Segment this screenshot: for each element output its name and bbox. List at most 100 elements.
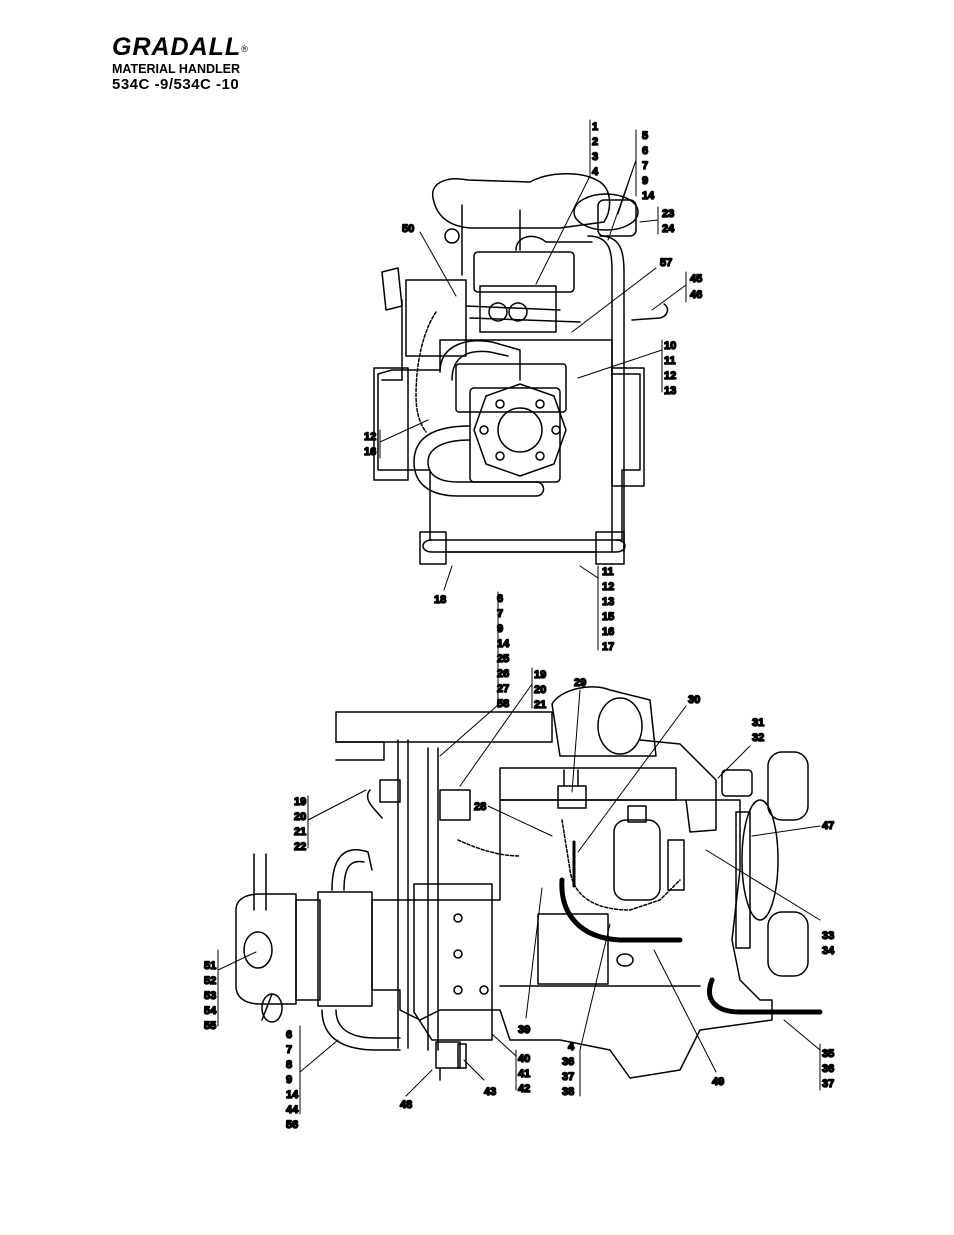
callout: 56 [286,1119,298,1131]
callout: 13 [664,385,676,397]
callout-18: 18 [434,594,446,606]
callout: 26 [497,668,509,680]
callout: 42 [518,1083,530,1095]
model-number: 534C -9/534C -10 [112,76,240,93]
front-callout-5-14: 5 6 7 9 14 [641,129,656,203]
callout: 1 [592,121,598,133]
callout: 10 [664,340,676,352]
side-callout-19-21: 19 20 21 [533,668,547,712]
callout: 37 [562,1071,574,1083]
callout-29: 29 [574,677,586,689]
callout: 17 [602,641,614,653]
callout: 13 [602,596,614,608]
callout: 14 [642,190,655,202]
callout-28: 28 [474,801,486,813]
registered-mark: ® [241,44,249,54]
callout: 8 [286,1059,292,1071]
callout: 22 [294,841,306,853]
callout-30: 30 [688,694,700,706]
front-callout-23-24: 23 24 [661,207,676,236]
callout: 15 [602,611,614,623]
side-callout-19-22: 19 20 21 22 [293,795,307,854]
callout: 16 [364,446,376,458]
callout: 33 [822,930,834,942]
callout-48: 48 [400,1099,412,1111]
side-callout-35-37: 35 36 37 [821,1047,835,1091]
callout: 6 [286,1029,292,1041]
callout: 11 [602,566,614,578]
callout: 34 [822,945,835,957]
callout: 9 [497,623,503,635]
callout: 11 [664,355,676,367]
callout: 9 [286,1074,292,1086]
callout: 51 [204,960,216,972]
brand-logo: GRADALL® [112,34,249,60]
side-callout-6-58: 6 7 9 14 25 26 27 58 [496,592,511,711]
callout: 54 [204,1005,217,1017]
callout: 31 [752,717,764,729]
callout: 12 [664,370,676,382]
callout-57: 57 [660,257,672,269]
callout: 14 [286,1089,299,1101]
callout: 7 [286,1044,292,1056]
side-callout-31-32: 31 32 [751,716,765,745]
callout: 21 [294,826,306,838]
side-callout-6-56: 6 7 8 9 14 44 56 [285,1028,300,1132]
side-callout-40-42: 40 41 42 [517,1052,531,1096]
callout-39: 39 [518,1024,530,1036]
callout: 12 [602,581,614,593]
callout: 7 [642,160,648,172]
callout: 20 [294,811,306,823]
front-callout-1-4: 1 2 3 4 [591,120,600,179]
side-view-leaders [217,591,821,1115]
callout: 23 [662,208,674,220]
callout-47: 47 [822,820,834,832]
callout: 4 [568,1041,575,1053]
engine-front-view [373,173,669,565]
callout: 55 [204,1020,216,1032]
callout: 19 [534,669,546,681]
callout: 14 [497,638,510,650]
callout: 44 [286,1104,299,1116]
callout: 41 [518,1068,530,1080]
callout: 16 [602,626,614,638]
callout: 5 [642,130,648,142]
callout: 53 [204,990,216,1002]
side-callout-33-34: 33 34 [821,929,836,958]
callout: 3 [592,151,598,163]
callout-50: 50 [402,223,414,235]
side-callout-4-38: 4 36 37 38 [561,1040,576,1099]
engine-side-view [235,686,823,1081]
front-callout-11-17: 11 12 13 15 16 17 [601,565,615,654]
callout: 7 [497,608,503,620]
callout: 38 [562,1086,574,1098]
title-block: GRADALL® MATERIAL HANDLER 534C -9/534C -… [112,34,249,93]
callout: 40 [518,1053,530,1065]
brand-name: GRADALL [112,33,242,61]
callout: 58 [497,698,509,710]
callout: 35 [822,1048,834,1060]
callout: 36 [822,1063,834,1075]
callout: 46 [690,289,702,301]
product-subtitle: MATERIAL HANDLER [112,62,241,76]
callout: 9 [642,175,648,187]
front-view-leaders [379,119,687,651]
callout: 24 [662,223,675,235]
side-callout-51-55: 51 52 53 54 55 [203,959,218,1033]
callout: 6 [642,145,648,157]
callout: 4 [592,166,599,178]
callout-49: 49 [712,1076,724,1088]
callout: 20 [534,684,546,696]
callout: 36 [562,1056,574,1068]
callout: 19 [294,796,306,808]
callout: 2 [592,136,598,148]
callout: 45 [690,273,702,285]
callout: 37 [822,1078,834,1090]
front-callout-12-16: 12 16 [363,430,377,459]
callout: 21 [534,699,546,711]
front-callout-10-13: 10 11 12 13 [663,339,677,398]
callout: 6 [497,593,503,605]
callout: 27 [497,683,509,695]
callout-43: 43 [484,1086,496,1098]
